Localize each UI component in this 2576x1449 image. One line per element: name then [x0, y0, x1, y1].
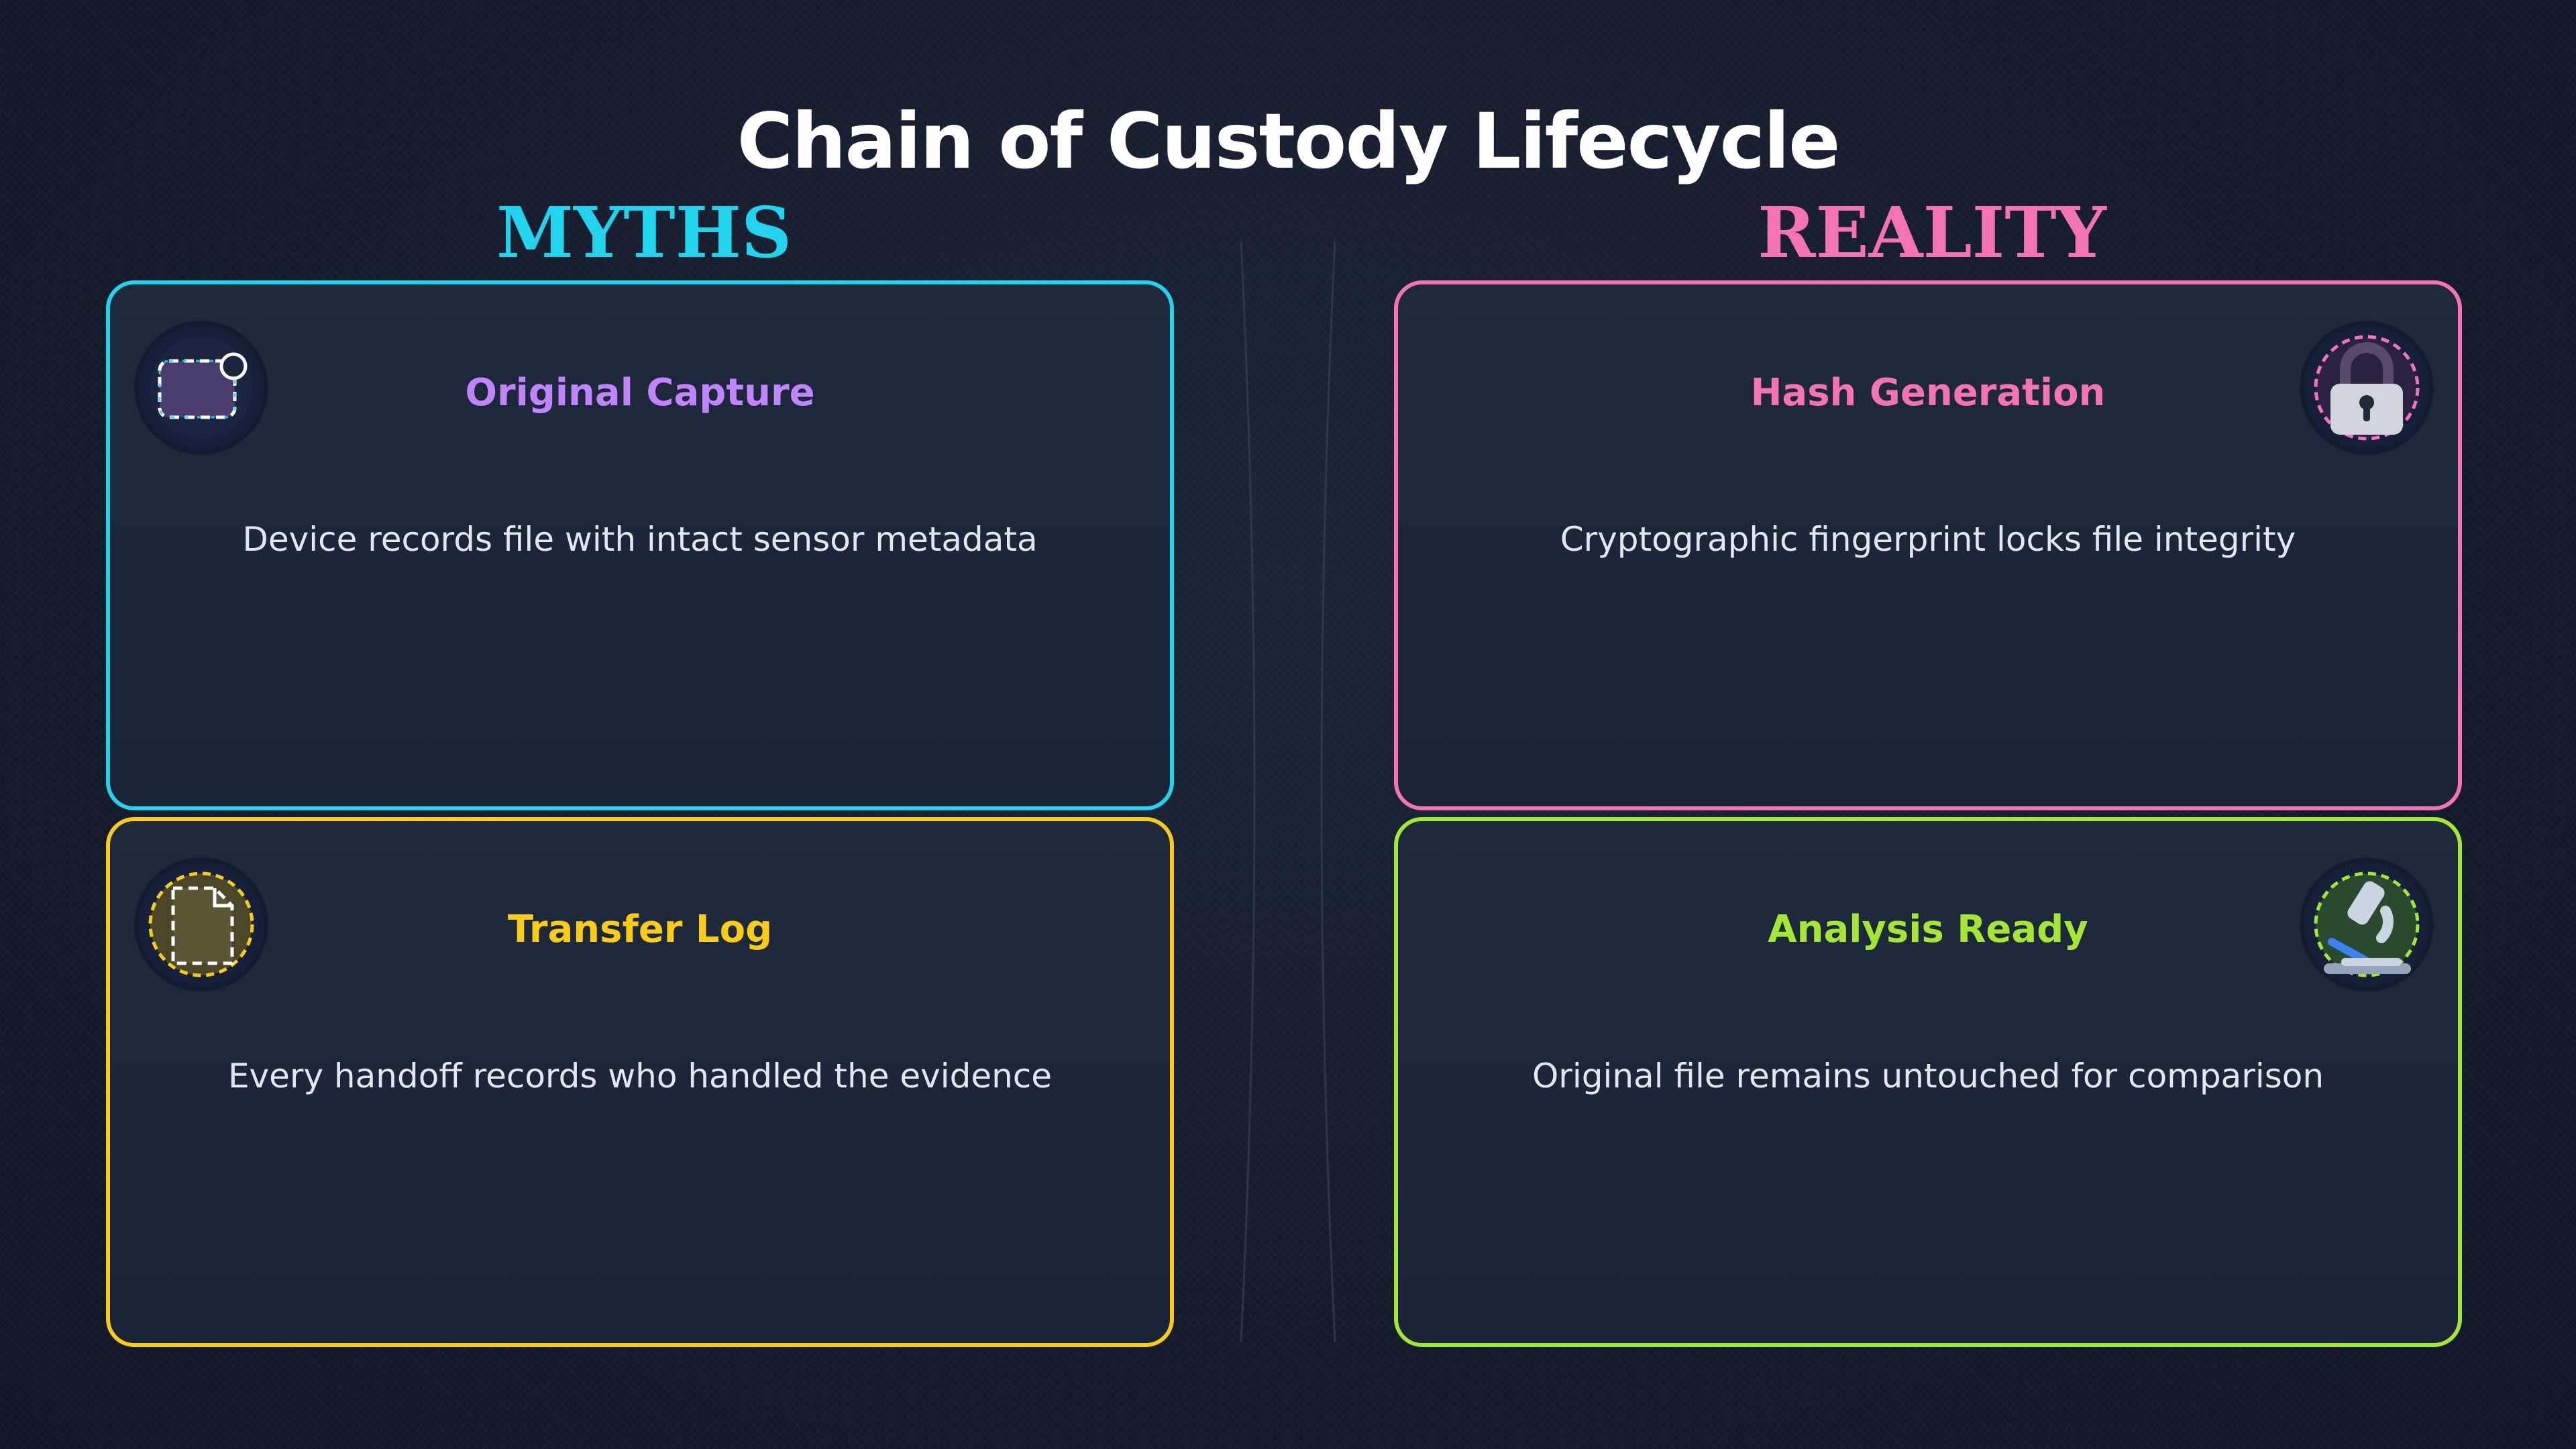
- camera-capture-icon: [136, 322, 267, 453]
- card-description: Every handoff records who handled the ev…: [227, 1057, 1053, 1095]
- column-heading-myths: MYTHS: [496, 191, 792, 274]
- card-title: Analysis Ready: [1768, 908, 2088, 951]
- card-title: Hash Generation: [1750, 371, 2106, 415]
- document-icon: [136, 859, 267, 990]
- page-title: Chain of Custody Lifecycle: [737, 97, 1841, 186]
- card-transfer-log: Transfer Log Every handoff records who h…: [106, 817, 1174, 1347]
- card-hash-generation: Hash Generation Cryptographic fingerprin…: [1394, 280, 2462, 810]
- column-heading-reality: REALITY: [1758, 191, 2106, 274]
- card-analysis-ready: Analysis Ready Original file remains unt…: [1394, 817, 2462, 1347]
- card-description: Original file remains untouched for comp…: [1532, 1057, 2324, 1095]
- microscope-icon: [2301, 859, 2432, 990]
- center-divider: [1240, 241, 1336, 1342]
- lock-icon: [2301, 322, 2432, 453]
- card-original-capture: Original Capture Device records file wit…: [106, 280, 1174, 810]
- card-title: Transfer Log: [507, 908, 773, 951]
- card-description: Cryptographic fingerprint locks file int…: [1560, 520, 2296, 559]
- card-title: Original Capture: [465, 371, 815, 415]
- card-description: Device records file with intact sensor m…: [242, 520, 1038, 559]
